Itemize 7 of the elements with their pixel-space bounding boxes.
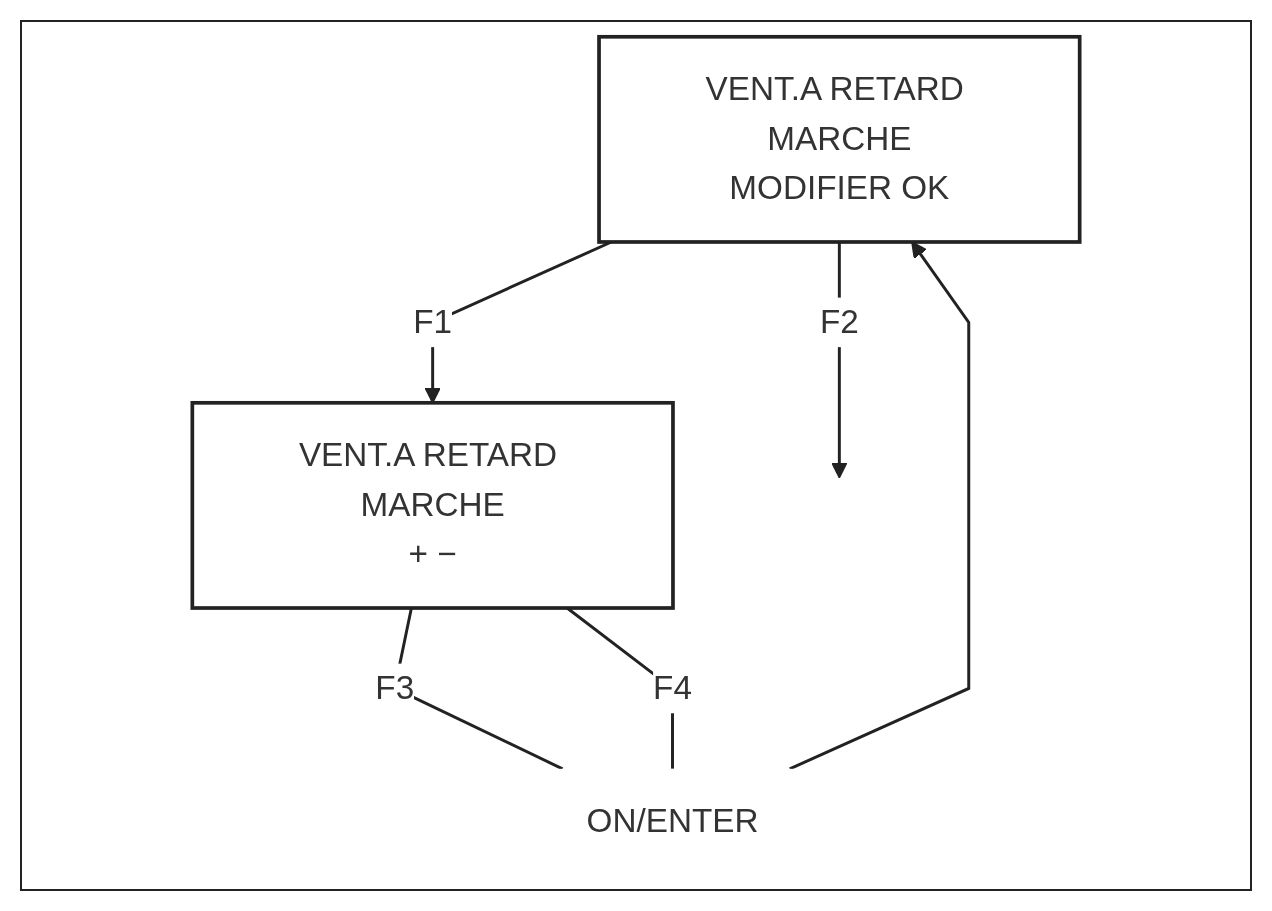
edge-label: F3 [375, 669, 415, 706]
node-box: VENT.A RETARD MARCHE + − [190, 400, 675, 610]
node-text: ON/ENTER [586, 802, 759, 840]
node-box: VENT.A RETARD MARCHE MODIFIER OK [597, 34, 1082, 244]
edge-label: F4 [653, 669, 692, 706]
edge-label: F2 [819, 302, 859, 340]
edge-label: F1 [413, 302, 453, 340]
